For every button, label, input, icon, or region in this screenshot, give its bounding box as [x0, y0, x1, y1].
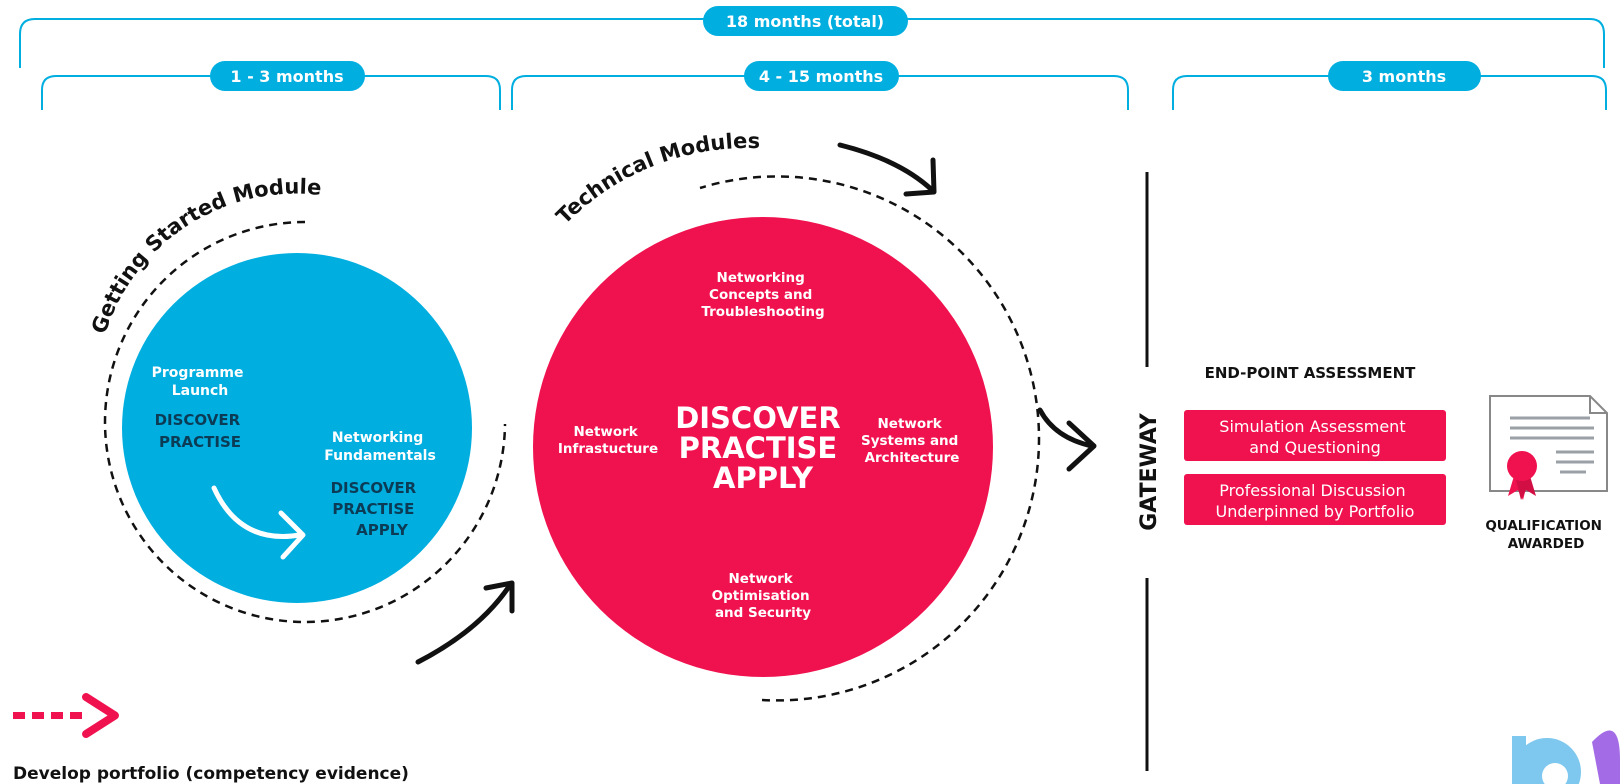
- technical-title: Technical Modules: [552, 129, 761, 229]
- gateway: GATEWAY: [1137, 172, 1162, 771]
- qualification: QUALIFICATION AWARDED: [1485, 395, 1608, 552]
- timeline-pills: 18 months (total) 1 - 3 months 4 - 15 mo…: [210, 6, 1481, 91]
- center-steps: DISCOVER PRACTISE APPLY: [675, 401, 851, 495]
- legend-text: Develop portfolio (competency evidence): [13, 764, 409, 784]
- logo: [1512, 730, 1620, 784]
- getting-started-dashed-ring: [103, 220, 507, 624]
- gateway-label: GATEWAY: [1137, 412, 1162, 531]
- phase3-label: 3 months: [1362, 67, 1446, 86]
- total-pill: [703, 6, 908, 36]
- infrastructure-label: Network Infrastucture: [558, 424, 658, 457]
- connector-arrow-icon: [415, 580, 515, 665]
- total-label: 18 months (total): [726, 12, 884, 31]
- launch-steps: DISCOVER PRACTISE: [155, 411, 246, 451]
- concepts-troubleshooting-label: Networking Concepts and Troubleshooting: [701, 270, 824, 320]
- gateway-arrow-icon: [1037, 407, 1097, 472]
- dashed-arrow-icon: [13, 693, 119, 738]
- certificate-icon: [1489, 395, 1608, 500]
- phase3-pill: [1328, 61, 1481, 91]
- end-point-assessment: END-POINT ASSESSMENT Simulation Assessme…: [1184, 364, 1446, 525]
- technical-circle: [533, 217, 993, 677]
- legend: Develop portfolio (competency evidence): [13, 693, 409, 784]
- phase1-label: 1 - 3 months: [230, 67, 343, 86]
- optimisation-security-label: Network Optimisation and Security: [712, 571, 815, 621]
- systems-architecture-label: Network Systems and Architecture: [861, 416, 963, 466]
- phase2-label: 4 - 15 months: [759, 67, 883, 86]
- top-right-arrow-icon: [837, 142, 937, 197]
- fundamentals-steps: DISCOVER PRACTISE APPLY: [331, 479, 422, 539]
- curved-arrow-icon: [211, 485, 306, 560]
- phase1-pill: [210, 61, 365, 91]
- epa-box-discussion-text: Professional Discussion Underpinned by P…: [1216, 481, 1415, 521]
- qualification-label: QUALIFICATION AWARDED: [1485, 518, 1606, 552]
- getting-started-circle: [122, 253, 472, 603]
- networking-fundamentals-label: Networking Fundamentals: [324, 430, 436, 464]
- epa-box-simulation: [1184, 410, 1446, 461]
- technical-dashed-ring: [699, 175, 1041, 702]
- programme-launch-label: Programme Launch: [152, 365, 249, 399]
- phase2-pill: [744, 61, 899, 91]
- rosette-icon: [1507, 451, 1537, 500]
- epa-box-simulation-text: Simulation Assessment and Questioning: [1219, 417, 1410, 457]
- getting-started-module: Getting Started Module Programme Launch …: [87, 174, 507, 624]
- technical-modules: Technical Modules DISCOVER PRACTISE APPL…: [533, 129, 1041, 702]
- epa-title: END-POINT ASSESSMENT: [1205, 364, 1417, 382]
- epa-box-discussion: [1184, 474, 1446, 525]
